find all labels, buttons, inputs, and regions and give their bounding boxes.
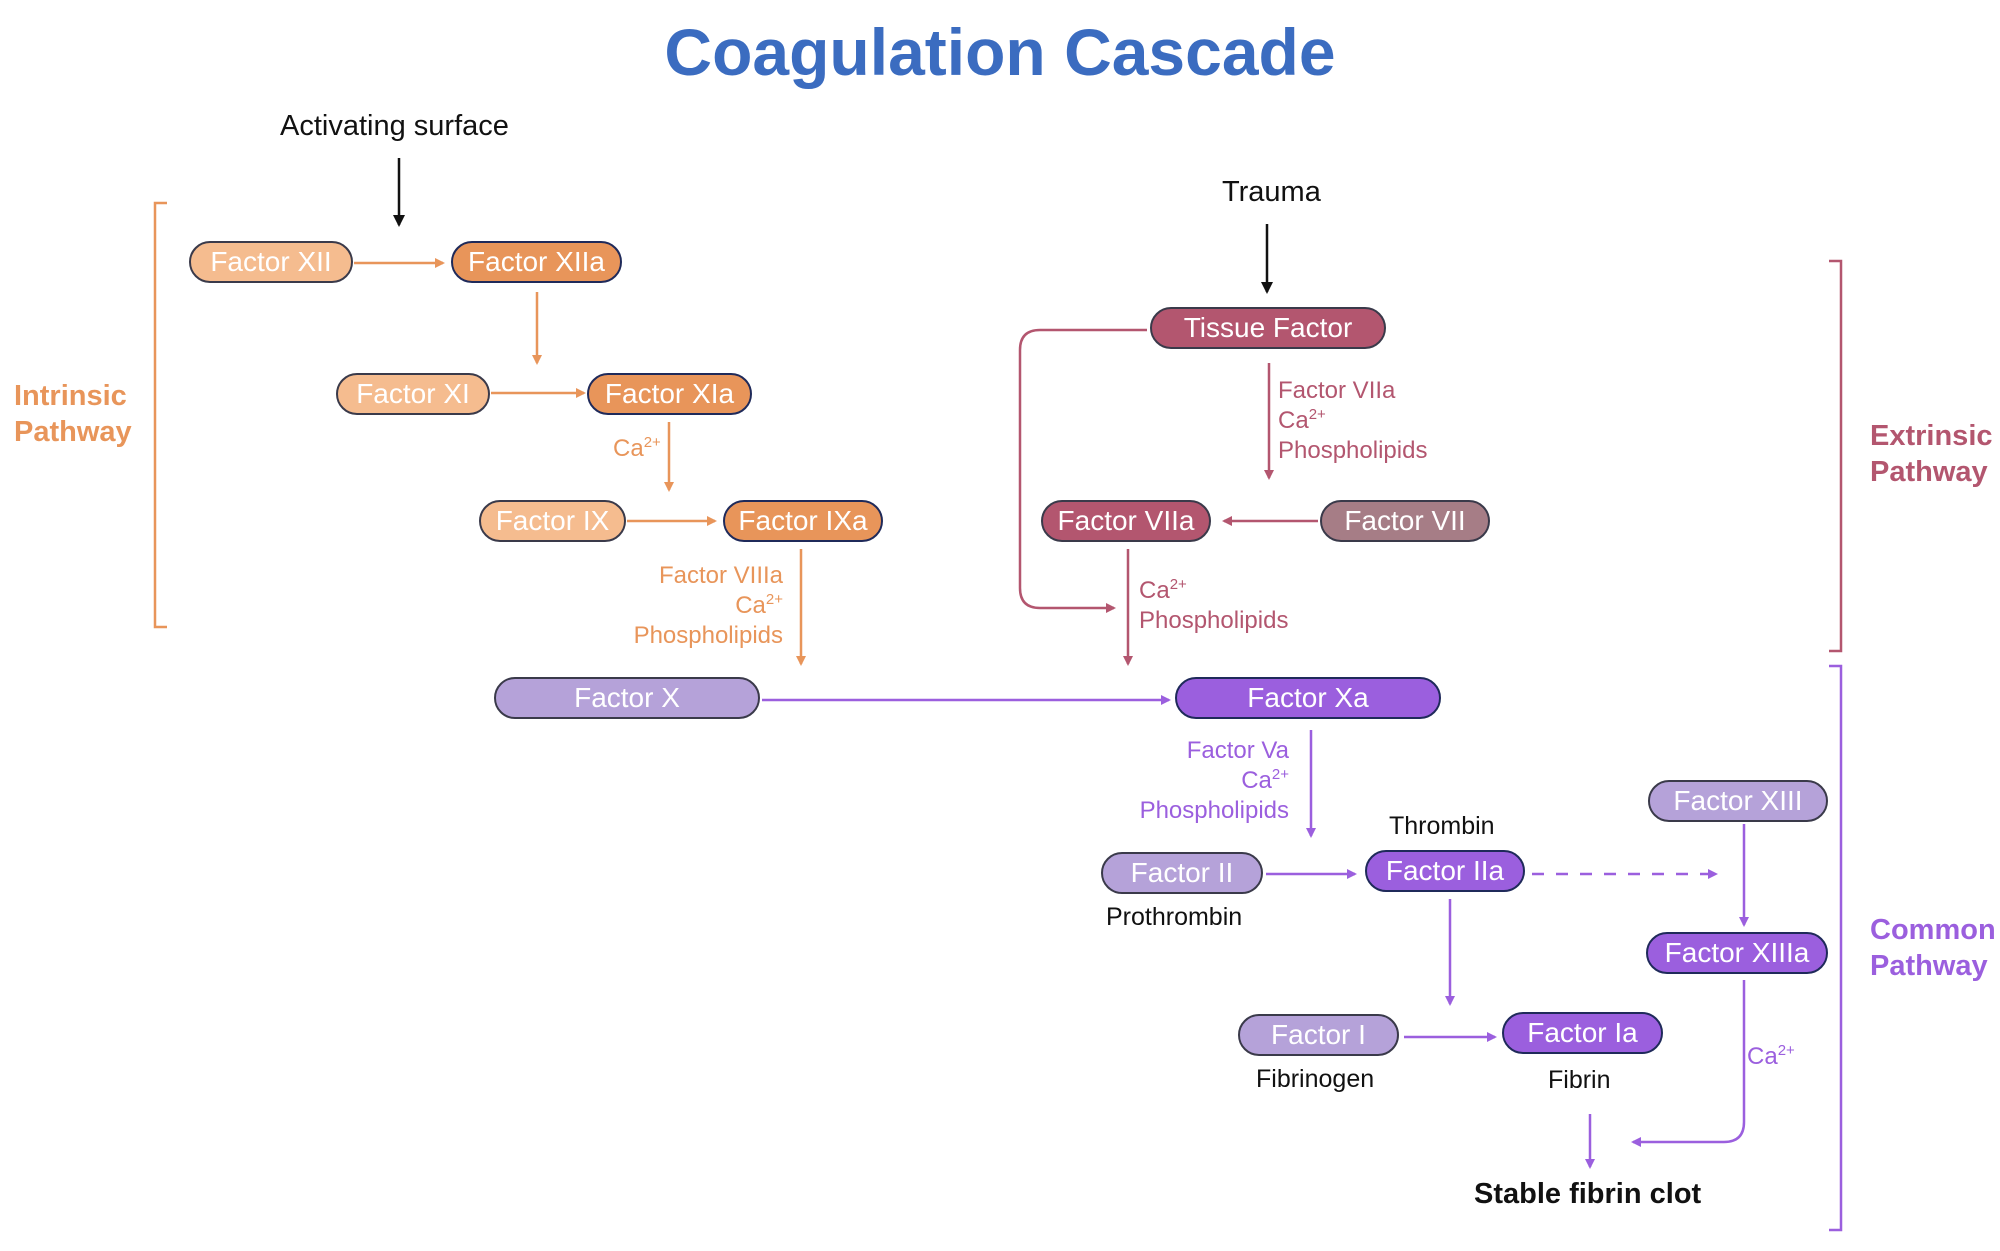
factor-xiia-node: Factor XIIa	[451, 241, 622, 283]
fibrin-label: Fibrin	[1548, 1066, 1611, 1094]
factor-ii-node: Factor II	[1101, 852, 1263, 894]
activating-surface-label: Activating surface	[280, 110, 509, 142]
ixa-cofactors-label: Factor VIIIa Ca2+ Phospholipids	[633, 562, 783, 649]
tf-cofactors-label: Factor VIIa Ca2+ Phospholipids	[1278, 377, 1428, 464]
prothrombin-label: Prothrombin	[1106, 903, 1243, 931]
viia-cofactors-label: Ca2+ Phospholipids	[1139, 576, 1289, 634]
stable-fibrin-clot-label: Stable fibrin clot	[1474, 1178, 1702, 1210]
factor-xiii-node: Factor XIII	[1648, 780, 1828, 822]
extrinsic-bracket	[1829, 259, 1843, 653]
factor-xiiia-node: Factor XIIIa	[1646, 932, 1828, 974]
intrinsic-bracket	[153, 201, 167, 629]
diagram-title: Coagulation Cascade	[664, 15, 1336, 89]
common-bracket	[1829, 664, 1843, 1232]
xa-cofactors-label: Factor Va Ca2+ Phospholipids	[1139, 737, 1289, 824]
factor-ia-node: Factor Ia	[1502, 1012, 1663, 1054]
trauma-label: Trauma	[1222, 176, 1321, 208]
factor-i-node: Factor I	[1238, 1014, 1399, 1056]
tissue-factor-node: Tissue Factor	[1150, 307, 1386, 349]
factor-vii-node: Factor VII	[1320, 500, 1490, 542]
intrinsic-ca-label: Ca2+	[613, 434, 661, 462]
factor-xi-node: Factor XI	[336, 373, 490, 415]
factor-iia-node: Factor IIa	[1365, 850, 1525, 892]
factor-xa-node: Factor Xa	[1175, 677, 1441, 719]
factor-viia-node: Factor VIIa	[1041, 500, 1211, 542]
factor-xia-node: Factor XIa	[587, 373, 752, 415]
factor-x-node: Factor X	[494, 677, 760, 719]
factor-ixa-node: Factor IXa	[723, 500, 883, 542]
tf-bypass-arrow	[1018, 328, 1147, 613]
factor-ix-node: Factor IX	[479, 500, 626, 542]
xiiia-to-clot-arrow	[1631, 980, 1746, 1147]
xiiia-ca-label: Ca2+	[1747, 1042, 1795, 1070]
fibrinogen-label: Fibrinogen	[1256, 1065, 1375, 1093]
factor-xii-node: Factor XII	[189, 241, 353, 283]
thrombin-label: Thrombin	[1389, 812, 1495, 840]
